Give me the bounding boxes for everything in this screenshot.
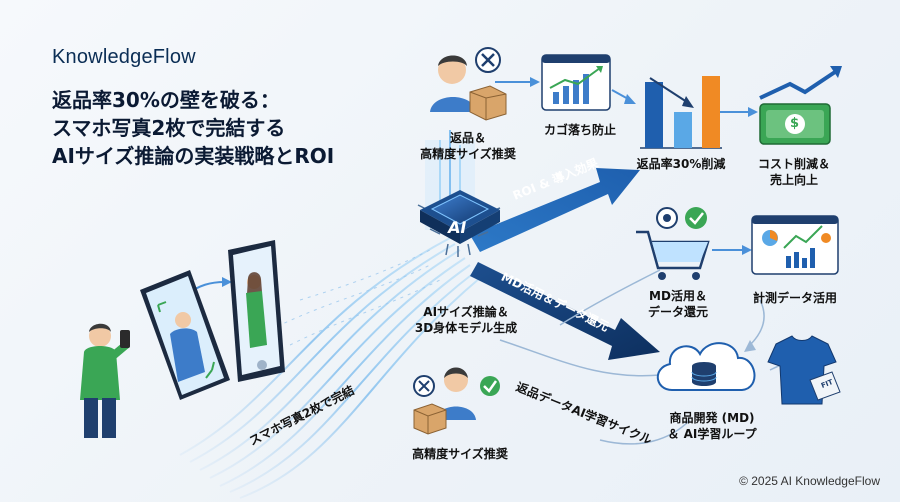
node-ai-line-2: 3D身体モデル生成 <box>414 321 518 335</box>
node-ai-line-1: AIサイズ推論＆ <box>423 305 509 319</box>
title-line-2: スマホ写真2枚で完結する <box>52 116 286 140</box>
node-md-line-2: データ還元 <box>647 305 708 319</box>
phone-front-icon <box>140 270 230 400</box>
node-return-high-precision: 返品＆ 高精度サイズ推奨 <box>408 130 528 162</box>
page-title: 返品率30%の壁を破る： スマホ写真2枚で完結する AIサイズ推論の実装戦略とR… <box>52 86 382 170</box>
chip-label: AI <box>446 218 469 237</box>
ai-chip <box>417 190 501 257</box>
data-stream <box>179 237 481 499</box>
money-growth-icon <box>759 66 842 145</box>
dashboard-icon <box>751 215 839 275</box>
tshirt-icon <box>767 335 841 405</box>
node-return-rate-reduction: 返品率30%削減 <box>636 157 726 171</box>
copyright: © 2025 AI KnowledgeFlow <box>739 474 880 488</box>
node-md-line-1: MD活用＆ <box>649 289 707 303</box>
return-rate-bars-icon <box>640 76 722 149</box>
node-cart-abandon: カゴ落ち防止 <box>543 123 616 137</box>
shopping-cart-icon <box>636 207 710 280</box>
brand-logo: KnowledgeFlow <box>52 46 196 68</box>
node-md-ai-loop: 商品開発 (MD) ＆ AI学習ループ <box>652 410 772 442</box>
node-ai-inference: AIサイズ推論＆ 3D身体モデル生成 <box>396 304 536 336</box>
node-return-line-2: 高精度サイズ推奨 <box>420 147 516 161</box>
node-cost-revenue: コスト削減＆ 売上向上 <box>746 156 842 188</box>
roi-arrow <box>470 168 640 252</box>
node-high-precision: 高精度サイズ推奨 <box>412 447 508 461</box>
customer-satisfied-icon <box>413 367 500 435</box>
node-cost-line-2: 売上向上 <box>769 173 818 187</box>
customer-returning-icon <box>430 47 507 121</box>
title-line-3: AIサイズ推論の実装戦略とROI <box>52 144 335 168</box>
node-loop-line-2: ＆ AI学習ループ <box>667 427 757 441</box>
node-cost-line-1: コスト削減＆ <box>757 157 830 171</box>
phone-side-icon <box>228 240 285 382</box>
cart-abandon-chart-icon <box>541 54 611 111</box>
dollar-icon: $ <box>790 116 800 131</box>
person-with-phone-icon <box>80 323 130 438</box>
cloud-database-icon <box>656 342 756 391</box>
node-loop-line-1: 商品開発 (MD) <box>669 411 755 425</box>
title-line-1: 返品率30%の壁を破る： <box>52 88 280 112</box>
node-measurement: 計測データ活用 <box>752 291 837 305</box>
md-arrow <box>470 262 660 360</box>
node-md-data: MD活用＆ データ還元 <box>628 288 728 320</box>
node-return-line-1: 返品＆ <box>449 131 486 145</box>
